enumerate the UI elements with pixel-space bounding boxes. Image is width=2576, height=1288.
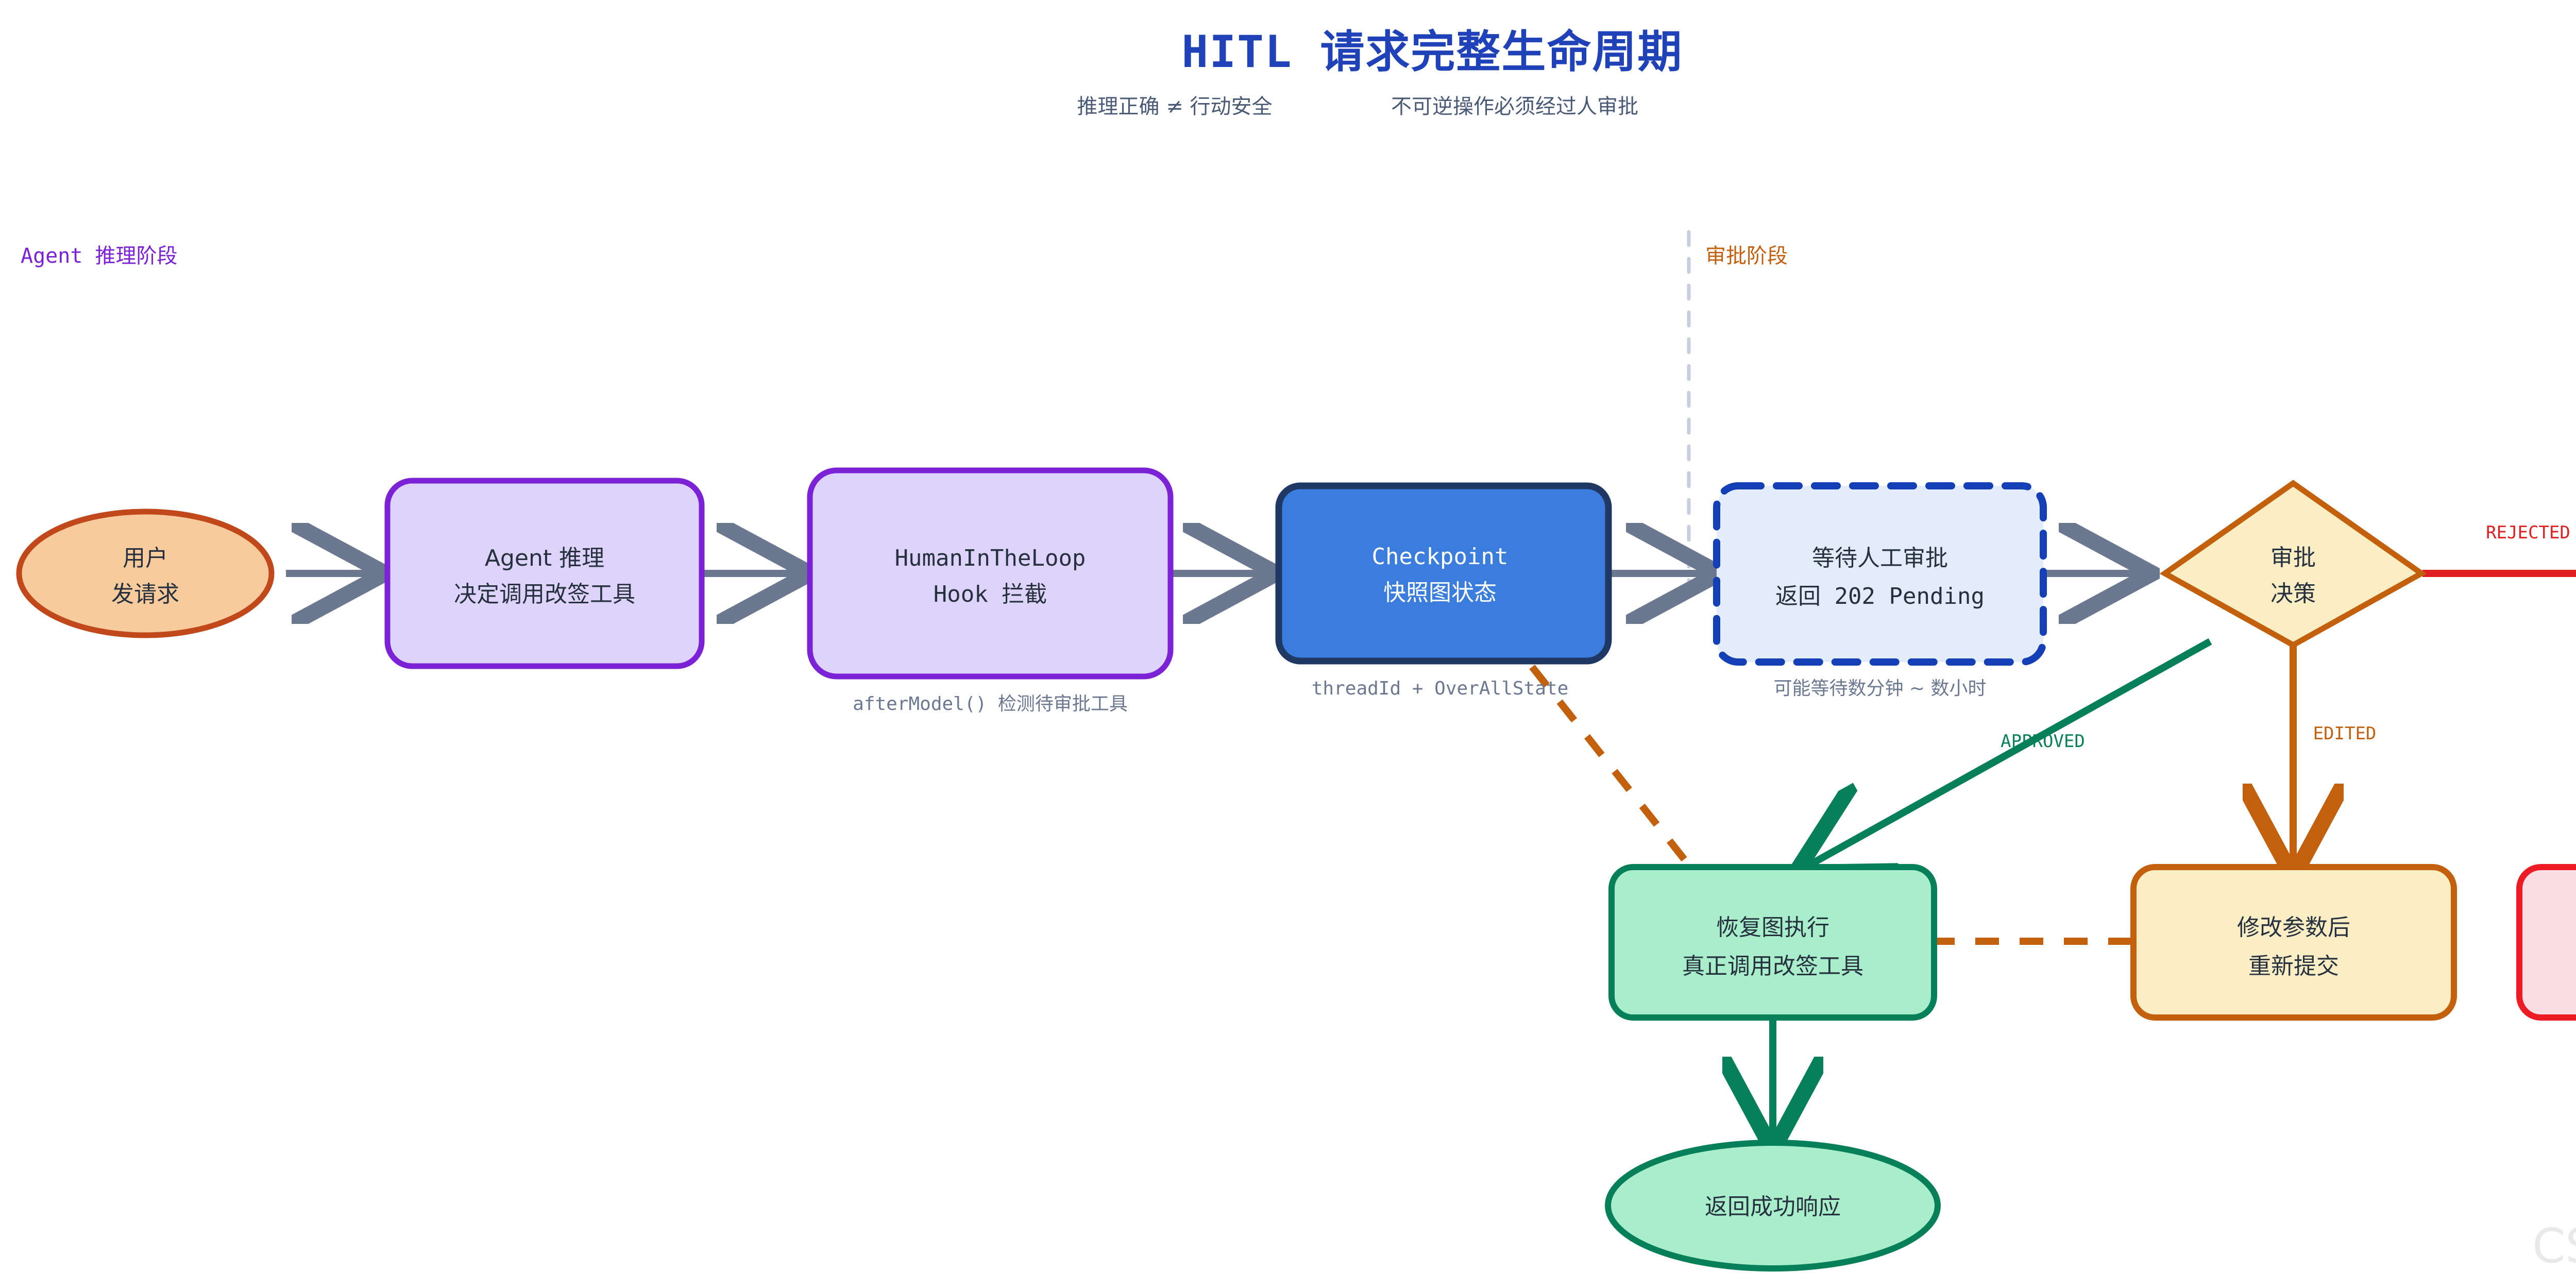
node-await-approval-shape (1713, 482, 2047, 666)
edge-approved (1808, 638, 2212, 866)
node-resume-graph-line2: 真正调用改签工具 (1682, 953, 1863, 979)
watermark-csdn: CSDN @段小二 (2532, 1218, 2576, 1274)
node-success-response[interactable]: 返回成功响应 (1605, 1140, 1941, 1272)
caption-hitl-hook: afterModel() 检测待审批工具 (853, 693, 1128, 715)
node-agent-reasoning-line1: Agent 推理 (485, 545, 604, 571)
subtitle-left: 推理正确 ≠ 行动安全 (1077, 95, 1273, 118)
node-resume-graph[interactable]: 恢复图执行 真正调用改签工具 (1608, 864, 1937, 1021)
node-agent-reasoning-line2: 决定调用改签工具 (454, 581, 635, 607)
node-edit-resubmit-line2: 重新提交 (2248, 953, 2339, 979)
node-edit-resubmit[interactable]: 修改参数后 重新提交 (2130, 864, 2457, 1021)
phase-label-reasoning: Agent 推理阶段 (21, 244, 178, 268)
node-edit-resubmit-shape (2130, 864, 2457, 1021)
edge-label-approved: APPROVED (2001, 731, 2085, 752)
node-reject-reason-shape (2516, 864, 2576, 1021)
node-checkpoint-line1: Checkpoint (1372, 544, 1509, 570)
node-agent-reasoning[interactable]: Agent 推理 决定调用改签工具 (384, 478, 705, 669)
node-user-line2: 发请求 (111, 581, 179, 607)
node-user-shape (16, 509, 275, 638)
node-checkpoint-shape (1275, 482, 1612, 665)
node-edit-resubmit-line1: 修改参数后 (2237, 914, 2350, 941)
edge-rejected (2422, 570, 2576, 577)
node-resume-graph-shape (1608, 864, 1937, 1021)
node-checkpoint-line2: 快照图状态 (1383, 580, 1497, 606)
node-approval-decision[interactable]: 审批 决策 (2159, 480, 2427, 649)
node-resume-graph-line1: 恢复图执行 (1716, 914, 1829, 941)
node-await-approval[interactable]: 等待人工审批 返回 202 Pending (1713, 482, 2047, 666)
edge-label-rejected: REJECTED (2486, 522, 2570, 543)
node-user[interactable]: 用户 发请求 (16, 509, 275, 638)
page-title: HITL 请求完整生命周期 (1182, 26, 1683, 78)
node-hitl-hook[interactable]: HumanInTheLoop Hook 拦截 (807, 467, 1174, 680)
caption-checkpoint: threadId + OverAllState (1312, 678, 1569, 699)
node-hitl-hook-shape (807, 467, 1174, 680)
subtitle-right: 不可逆操作必须经过人审批 (1391, 95, 1638, 118)
node-await-approval-line2: 返回 202 Pending (1775, 583, 1985, 609)
caption-await-approval: 可能等待数分钟 ~ 数小时 (1773, 678, 1986, 699)
node-agent-reasoning-shape (384, 478, 705, 669)
node-checkpoint[interactable]: Checkpoint 快照图状态 (1275, 482, 1612, 665)
edge-label-edited: EDITED (2313, 723, 2377, 744)
node-hitl-hook-line2: Hook 拦截 (934, 581, 1047, 607)
phase-label-approval: 审批阶段 (1705, 244, 1788, 268)
node-hitl-hook-line1: HumanInTheLoop (895, 545, 1086, 571)
node-user-line1: 用户 (123, 545, 168, 571)
node-await-approval-line1: 等待人工审批 (1812, 545, 1948, 571)
node-approval-decision-shape (2159, 480, 2427, 649)
node-reject-reason[interactable]: 注入拒绝原因 LLM 重新推理 (2516, 864, 2576, 1021)
node-success-response-line1: 返回成功响应 (1705, 1194, 1841, 1220)
node-approval-decision-line2: 决策 (2270, 581, 2316, 607)
node-success-response-shape (1605, 1140, 1941, 1272)
node-approval-decision-line1: 审批 (2270, 545, 2316, 571)
